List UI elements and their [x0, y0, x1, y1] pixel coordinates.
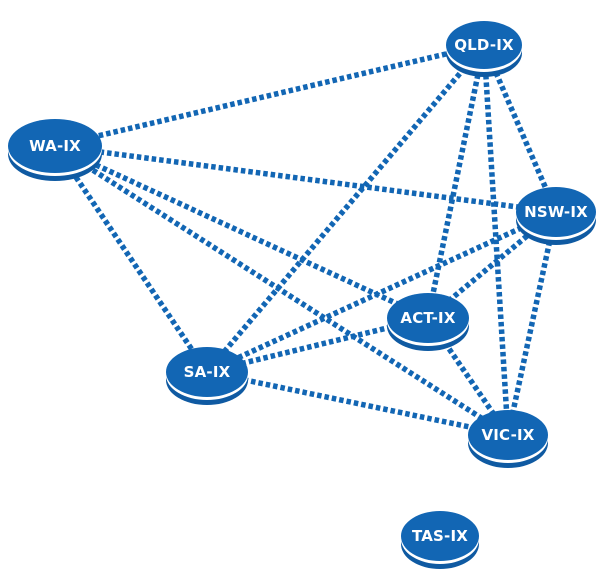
node-label-wa: WA-IX	[29, 137, 81, 155]
link-layer	[52, 42, 559, 438]
link-wa-nsw	[54, 143, 557, 215]
link-qld-act	[425, 44, 487, 319]
node-face	[446, 21, 522, 69]
link-nsw-sa	[205, 209, 558, 375]
node-face	[387, 293, 469, 343]
node-label-sa: SA-IX	[184, 363, 231, 381]
node-face	[468, 410, 548, 460]
node-sa: SA-IX	[166, 347, 248, 405]
node-layer: QLD-IX WA-IX NSW-IX ACT-IX SA-IX VIC-IX TAS-IX	[8, 21, 596, 569]
node-face	[8, 119, 102, 173]
node-face	[166, 347, 248, 397]
link-nsw-vic	[505, 211, 559, 436]
node-label-tas: TAS-IX	[412, 527, 468, 545]
node-label-nsw: NSW-IX	[524, 203, 588, 221]
node-face	[516, 187, 596, 237]
node-act: ACT-IX	[387, 293, 469, 351]
node-nsw: NSW-IX	[516, 187, 596, 245]
link-wa-sa	[52, 144, 210, 374]
node-label-vic: VIC-IX	[481, 426, 534, 444]
link-wa-qld	[54, 42, 485, 149]
node-face	[401, 511, 479, 561]
link-wa-vic	[53, 143, 510, 438]
link-wa-act	[53, 143, 430, 321]
link-sa-vic	[206, 369, 509, 438]
node-wa: WA-IX	[8, 119, 102, 181]
node-tas: TAS-IX	[401, 511, 479, 569]
link-qld-sa	[204, 43, 487, 374]
link-qld-vic	[481, 44, 511, 436]
node-label-qld: QLD-IX	[454, 36, 514, 54]
node-vic: VIC-IX	[468, 410, 548, 468]
node-qld: QLD-IX	[446, 21, 522, 77]
node-label-act: ACT-IX	[400, 309, 455, 327]
